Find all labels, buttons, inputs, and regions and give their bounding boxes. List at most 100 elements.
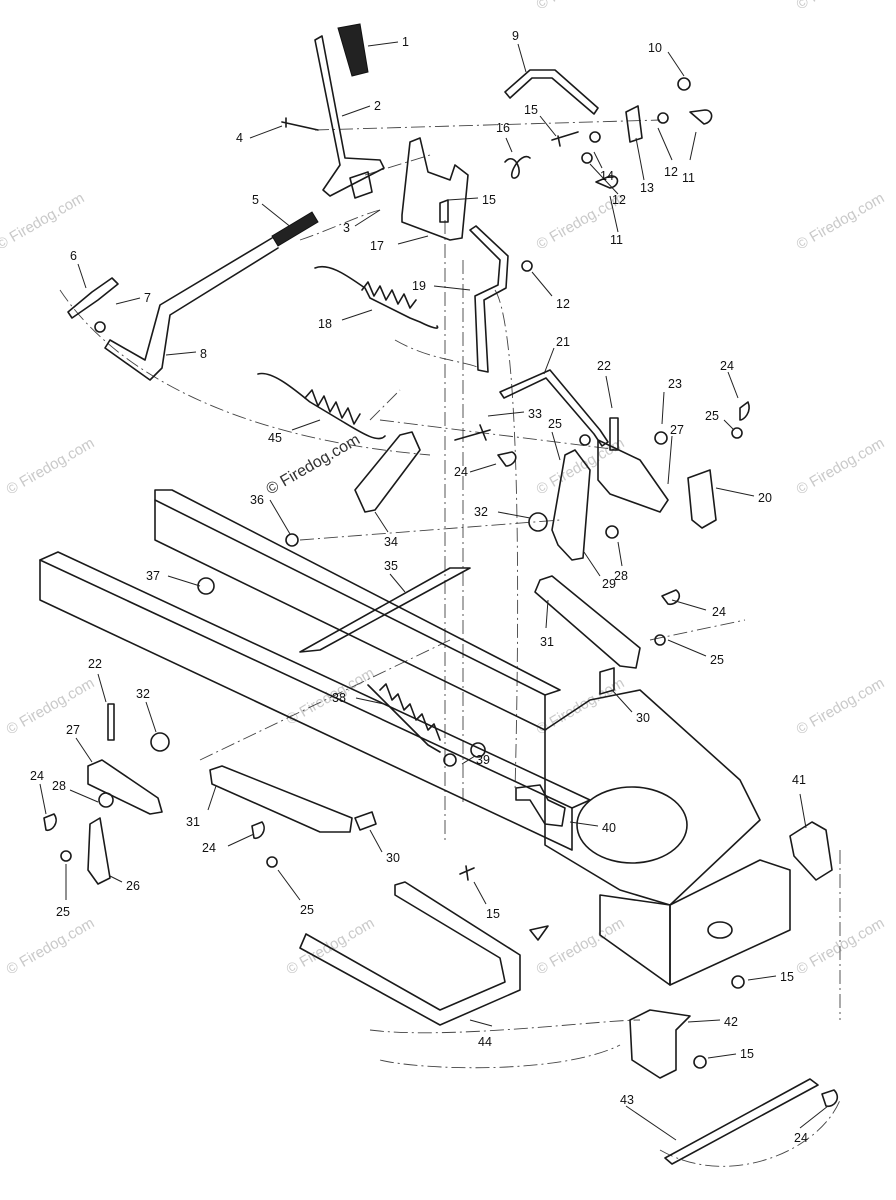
callout-24: 24 [712,605,726,619]
washer-part [731,427,743,439]
nut-part [677,77,691,91]
watermark: © Firedog.com [284,914,378,978]
bolt-part [281,117,319,131]
callout-12: 12 [556,297,570,311]
pin-part [497,451,517,467]
callout-25: 25 [548,417,562,431]
rod-part [664,1078,819,1165]
fitting-part [599,667,615,695]
fitting-part [354,811,377,831]
callout-21: 21 [556,335,570,349]
bushing-part [150,732,170,752]
pin-part [251,821,265,840]
watermark: © Firedog.com [4,914,98,978]
lift-lever-part [104,237,279,381]
callout-17: 17 [370,239,384,253]
spring-part [67,277,119,319]
callout-32: 32 [474,505,488,519]
callout-24: 24 [720,359,734,373]
bracket-part [789,821,833,881]
callout-45: 45 [268,431,282,445]
frame-rail-part [39,559,573,851]
callout-25: 25 [56,905,70,919]
callout-35: 35 [384,559,398,573]
washer-part [94,321,106,333]
bracket-part [401,137,469,241]
callout-31: 31 [186,815,200,829]
washer-part [589,131,601,143]
callout-9: 9 [512,29,519,43]
callout-15: 15 [524,103,538,117]
callout-24: 24 [454,465,468,479]
watermark: © Firedog.com [4,434,98,498]
frame-panel-part [669,859,791,986]
pin-part [739,401,750,421]
callout-24: 24 [202,841,216,855]
callout-40: 40 [602,821,616,835]
spring-coils [379,683,441,741]
washer-part [521,260,533,272]
spring-part [257,372,386,440]
callout-39: 39 [476,753,490,767]
washer-part [285,533,299,547]
bolt-part [459,865,475,881]
callout-15: 15 [482,193,496,207]
callout-6: 6 [70,249,77,263]
callout-36: 36 [250,493,264,507]
arrow-part [529,925,549,941]
bolt-part [107,703,115,741]
phantom-lines [59,119,841,1167]
rod-part [504,69,599,115]
callout-28: 28 [614,569,628,583]
callout-22: 22 [88,657,102,671]
callout-42: 42 [724,1015,738,1029]
watermarks: © Firedog.com © Firedog.com © Firedog.co… [0,0,887,978]
callout-26: 26 [126,879,140,893]
nut-part [605,525,619,539]
washer-part [654,634,666,646]
watermark: © Firedog.com [0,189,87,253]
watermark: © Firedog.com [534,914,628,978]
spring-part [314,265,439,329]
watermark: © Firedog.com [534,434,628,498]
spring-part [367,684,441,753]
callout-1: 1 [402,35,409,49]
callout-38: 38 [332,691,346,705]
watermark: © Firedog.com [794,674,888,738]
pin-part [43,813,57,832]
callout-37: 37 [146,569,160,583]
pin-part [661,589,681,606]
grip-part [337,23,369,77]
callout-44: 44 [478,1035,492,1049]
callout-34: 34 [384,535,398,549]
parts [39,23,839,1165]
callout-24: 24 [30,769,44,783]
plate-part [349,171,373,199]
callout-41: 41 [792,773,806,787]
link-part [534,575,641,669]
bracket-part [629,1009,691,1079]
frame-hole [576,786,688,864]
bolt-part [454,424,491,441]
callout-24: 24 [794,1131,808,1145]
bracket-part [87,759,163,815]
callout-14: 14 [600,169,614,183]
bracket-part [354,431,421,513]
link-part [87,817,111,885]
watermark: © Firedog.com [284,664,378,728]
spring-coils [304,389,361,425]
nut-part [731,975,745,989]
callout-25: 25 [300,903,314,917]
watermark: © Firedog.com [4,674,98,738]
link-part [209,765,353,833]
callout-32: 32 [136,687,150,701]
callout-18: 18 [318,317,332,331]
callout-11: 11 [682,171,695,185]
callout-28: 28 [52,779,66,793]
watermark: © Firedog.com [534,0,628,13]
callout-5: 5 [252,193,259,207]
leader-lines [39,41,829,1141]
spring-coils [361,281,417,309]
